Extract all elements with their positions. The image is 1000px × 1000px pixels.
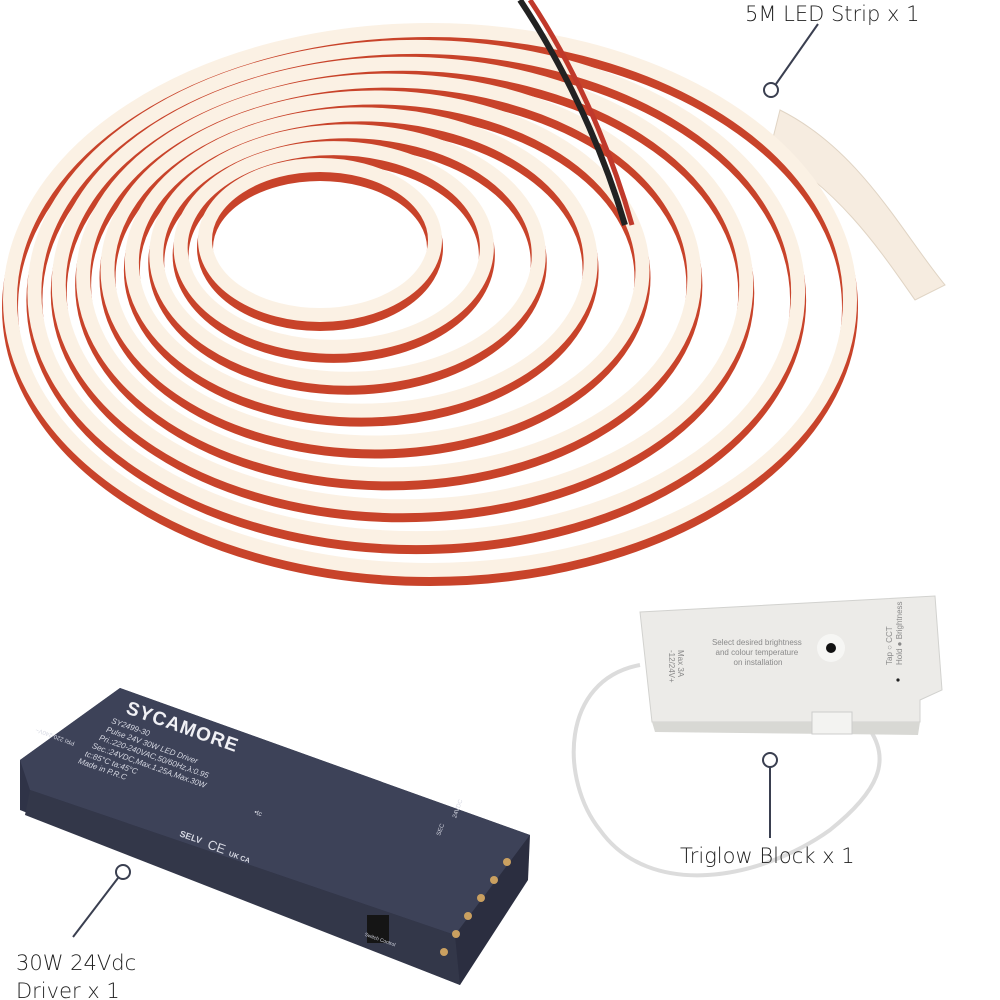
driver-sec-label: SEC [436, 822, 446, 836]
label-triglow-block: Triglow Block x 1 [680, 844, 855, 868]
label-driver-line2: Driver x 1 [16, 979, 120, 1000]
driver-tc-mark: •tc [253, 809, 263, 818]
strip-ring-face [3, 23, 857, 577]
driver-leader-line [72, 877, 119, 938]
strip-leader-dot [763, 82, 779, 98]
block-controls: Tap ○ CCT Hold ● Brightness [885, 601, 904, 665]
strip-ring-face [27, 39, 806, 546]
strip-ring-face [100, 90, 650, 450]
triglow-leader-dot [762, 752, 778, 768]
strip-ring-face [124, 107, 598, 418]
strip-ring-face [149, 124, 546, 386]
triglow-cable [571, 663, 882, 878]
driver-terminals [440, 858, 511, 956]
strip-ring-face [76, 73, 702, 482]
led-driver: SYCAMORE SY2499-30 Pulse 24V 30W LED Dri… [20, 688, 530, 985]
label-driver-line1: 30W 24Vdc [16, 951, 137, 975]
led-strip-coil [2, 0, 946, 586]
label-led-strip: 5M LED Strip x 1 [745, 2, 920, 26]
strip-tail [769, 109, 946, 301]
driver-leader-dot [115, 864, 131, 880]
strip-ring-face [51, 56, 754, 514]
strip-ring-face [173, 141, 494, 354]
wire-black [517, 0, 628, 226]
strip-leader-line [775, 23, 819, 85]
triglow-button [826, 643, 836, 653]
block-rating: Max 3A -12/24V+ [667, 650, 685, 683]
wire-red [527, 0, 635, 226]
strip-ring-face [198, 158, 442, 322]
triglow-block: Select desired brightness and colour tem… [639, 595, 943, 735]
block-instructions: Select desired brightness and colour tem… [712, 638, 804, 667]
driver-ce-mark: CE [206, 837, 228, 857]
